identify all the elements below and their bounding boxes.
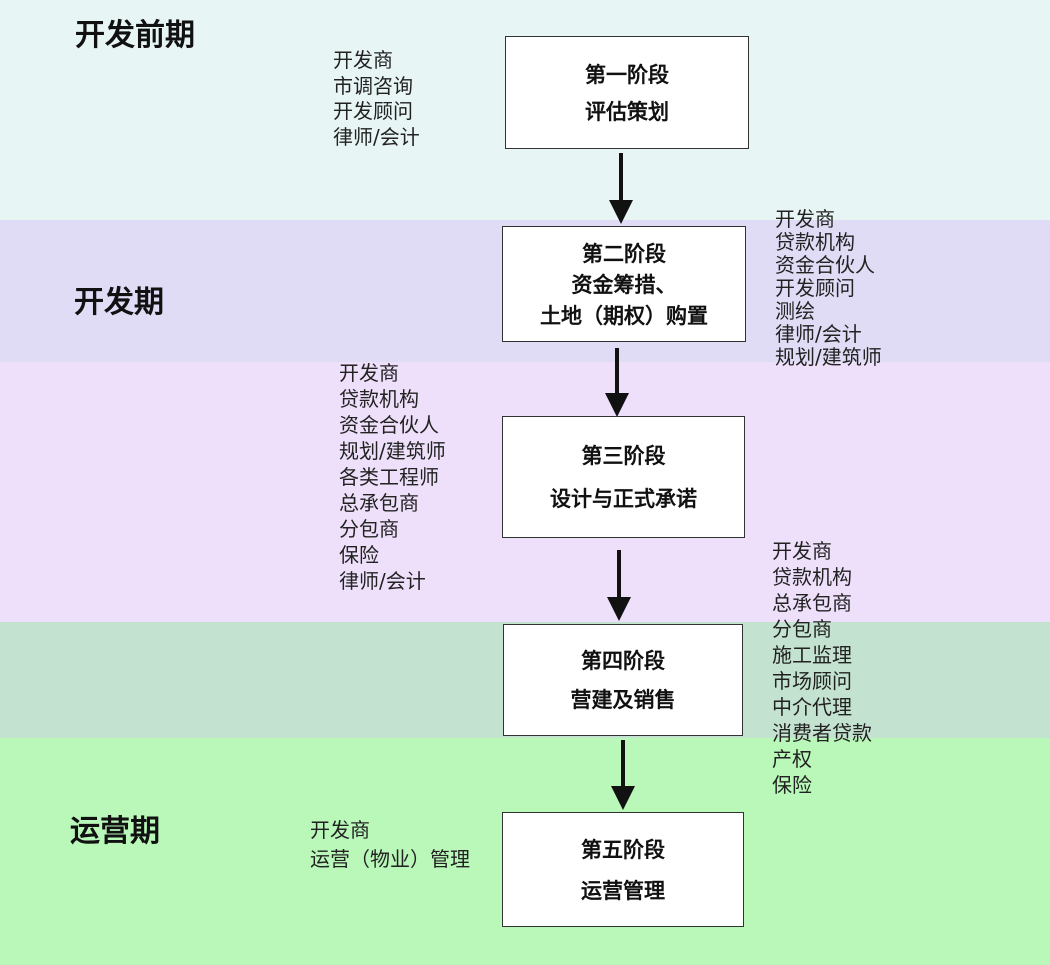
participant-item: 贷款机构 xyxy=(775,230,855,254)
stage-5-line-1: 运营管理 xyxy=(581,877,665,903)
participant-item: 市调咨询 xyxy=(333,73,413,98)
participant-item: 产权 xyxy=(772,747,812,771)
participant-item: 市场顾问 xyxy=(772,669,852,693)
participants-stage4: 开发商 贷款机构 总承包商 分包商 施工监理 市场顾问 中介代理 消费者贷款 产… xyxy=(772,538,872,798)
participant-item: 规划/建筑师 xyxy=(775,345,882,369)
stage-4-title: 第四阶段 xyxy=(581,648,665,673)
participant-item: 开发商 xyxy=(775,207,835,231)
participant-item: 开发商 xyxy=(339,361,399,385)
participant-item: 开发顾问 xyxy=(333,99,413,123)
participant-item: 律师/会计 xyxy=(775,322,862,346)
stage-3-line-1: 设计与正式承诺 xyxy=(550,486,697,511)
participant-item: 保险 xyxy=(772,773,812,797)
participant-item: 各类工程师 xyxy=(339,465,439,489)
participant-item: 总承包商 xyxy=(772,591,852,615)
stage-box-4: 第四阶段 营建及销售 xyxy=(503,624,743,736)
participant-item: 中介代理 xyxy=(772,695,852,719)
participant-item: 消费者贷款 xyxy=(772,721,872,745)
participant-item: 开发商 xyxy=(310,818,370,842)
period-label-development: 开发期 xyxy=(74,285,164,320)
stage-1-title: 第一阶段 xyxy=(585,61,669,87)
participant-item: 资金合伙人 xyxy=(339,413,439,437)
participant-item: 规划/建筑师 xyxy=(339,439,446,463)
participants-stage3: 开发商 贷款机构 资金合伙人 规划/建筑师 各类工程师 总承包商 分包商 保险 … xyxy=(339,360,446,594)
participants-stage1: 开发商 市调咨询 开发顾问 律师/会计 xyxy=(333,48,420,150)
participant-item: 贷款机构 xyxy=(339,387,419,411)
participant-item: 资金合伙人 xyxy=(775,253,875,277)
participant-item: 施工监理 xyxy=(772,643,852,667)
participant-item: 分包商 xyxy=(772,617,832,641)
participant-item: 律师/会计 xyxy=(333,124,420,149)
participant-item: 开发顾问 xyxy=(775,276,855,300)
participant-item: 测绘 xyxy=(775,299,815,323)
stage-2-title: 第二阶段 xyxy=(582,240,666,266)
stage-box-3: 第三阶段 设计与正式承诺 xyxy=(502,416,745,538)
participants-stage5: 开发商 运营（物业）管理 xyxy=(310,816,470,874)
participant-item: 保险 xyxy=(339,543,379,567)
stage-5-title: 第五阶段 xyxy=(581,836,665,862)
stage-4-line-1: 营建及销售 xyxy=(570,687,676,712)
stage-3-title: 第三阶段 xyxy=(581,443,666,468)
stage-box-5: 第五阶段 运营管理 xyxy=(502,812,744,927)
stage-box-2: 第二阶段 资金筹措、 土地（期权）购置 xyxy=(502,226,746,342)
stage-1-line-1: 评估策划 xyxy=(585,98,669,124)
participant-item: 分包商 xyxy=(339,517,399,541)
participant-item: 总承包商 xyxy=(339,491,419,515)
stage-box-1: 第一阶段 评估策划 xyxy=(505,36,749,149)
participants-stage2: 开发商 贷款机构 资金合伙人 开发顾问 测绘 律师/会计 规划/建筑师 xyxy=(775,208,882,369)
participant-item: 贷款机构 xyxy=(772,565,852,589)
stage-2-line-2: 土地（期权）购置 xyxy=(540,302,708,328)
participant-item: 律师/会计 xyxy=(339,569,426,593)
stage-2-line-1: 资金筹措、 xyxy=(571,271,677,297)
participant-item: 运营（物业）管理 xyxy=(310,847,470,871)
participant-item: 开发商 xyxy=(772,539,832,563)
period-label-pre-development: 开发前期 xyxy=(75,18,195,53)
period-label-operation: 运营期 xyxy=(70,814,160,849)
participant-item: 开发商 xyxy=(333,48,393,72)
